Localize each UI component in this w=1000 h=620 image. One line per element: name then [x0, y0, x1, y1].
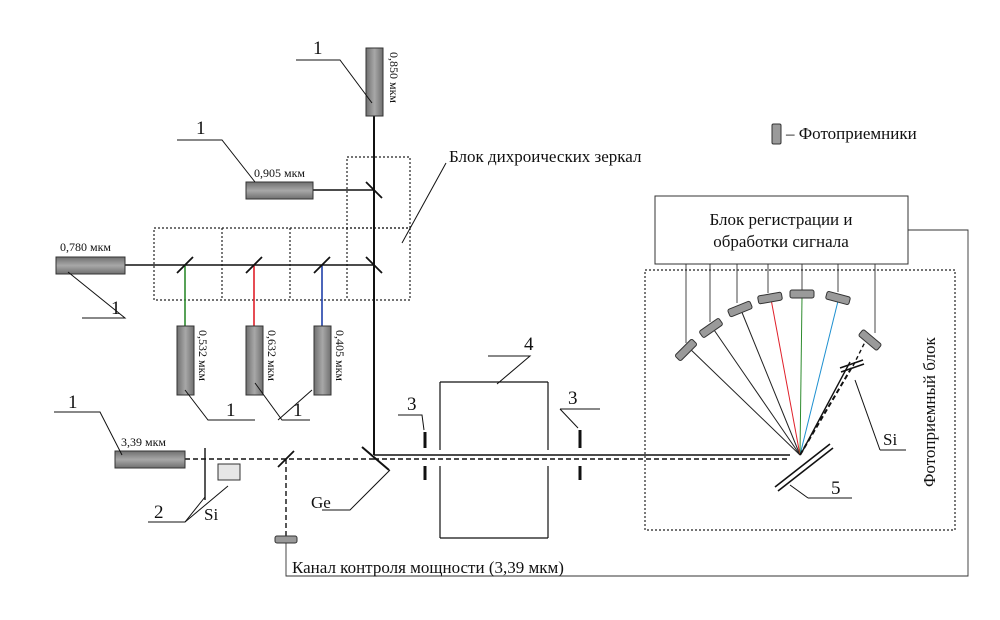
callout-laser-339: 1 [68, 392, 78, 413]
wavelength-405: 0,405 мкм [333, 330, 347, 381]
photoreceiver-block-frame [644, 269, 956, 531]
laser-532 [176, 325, 195, 396]
label-ge: Ge [311, 493, 331, 512]
wavelength-850: 0,850 мкм [387, 52, 401, 103]
diaphragms [423, 430, 582, 480]
label-photodetectors-legend: – Фотоприемники [785, 124, 917, 143]
laser-405 [313, 325, 332, 396]
label-registration-line2: обработки сигнала [713, 232, 849, 251]
wavelength-532: 0,532 мкм [196, 330, 210, 381]
label-si-right: Si [883, 430, 897, 449]
dichroic-mirrors [176, 181, 383, 468]
label-registration-line1: Блок регистрации и [709, 210, 852, 229]
laser-780 [55, 256, 126, 275]
ge-mirror [361, 446, 390, 471]
power-control-detector [274, 535, 298, 544]
callout-laser-905: 1 [196, 118, 206, 139]
label-photoreceiver-block: Фотоприемный блок [920, 337, 939, 487]
callout-laser-632-405: 1 [293, 400, 303, 421]
dichroic-block [153, 156, 411, 301]
wavelength-905: 0,905 мкм [254, 166, 305, 180]
diffracted-rays [686, 296, 867, 456]
callout-laser-532: 1 [226, 400, 236, 421]
signal-return-line [285, 229, 969, 577]
wavelength-632: 0,632 мкм [265, 330, 279, 381]
sample-cell [439, 381, 549, 539]
wavelength-780: 0,780 мкм [60, 240, 111, 254]
registration-block [654, 195, 909, 265]
text-labels: Блок дихроических зеркал – Фотоприемники… [60, 38, 939, 577]
callout-lens: 2 [154, 502, 164, 523]
label-si-left: Si [204, 505, 218, 524]
callout-grating: 5 [831, 478, 841, 499]
label-power-channel: Канал контроля мощности (3,39 мкм) [292, 558, 564, 577]
detector-wires [685, 264, 876, 343]
laser-905 [245, 181, 314, 200]
grating [774, 443, 834, 492]
si-detector-left [217, 463, 241, 481]
callout-diaphragm-right: 3 [568, 388, 578, 409]
laser-339 [114, 450, 186, 469]
legend-detector-icon [771, 123, 782, 145]
lasers [55, 47, 384, 469]
beams [125, 115, 790, 536]
photodetectors [675, 289, 882, 361]
laser-632 [245, 325, 264, 396]
callout-laser-850: 1 [313, 38, 323, 59]
callout-diaphragm-left: 3 [407, 394, 417, 415]
leader-lines [54, 59, 906, 523]
si-plate-right [839, 359, 865, 373]
wavelength-339: 3,39 мкм [121, 435, 166, 449]
callout-laser-780: 1 [111, 298, 121, 319]
laser-850 [365, 47, 384, 117]
callout-cell: 4 [524, 334, 534, 355]
label-block-dichroic: Блок дихроических зеркал [449, 147, 642, 166]
